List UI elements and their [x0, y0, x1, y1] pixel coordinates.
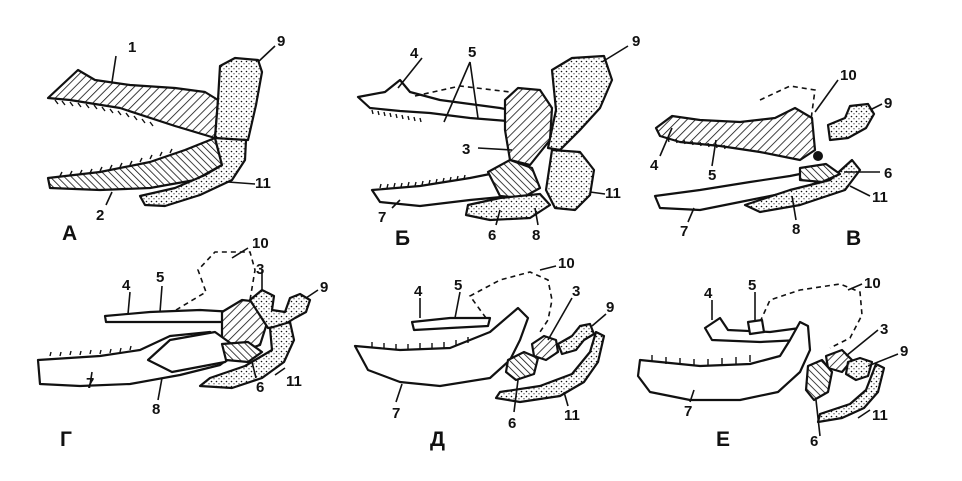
- label-9: 9: [606, 299, 614, 316]
- label-11: 11: [564, 407, 580, 424]
- label-6: 6: [884, 165, 892, 182]
- panel-letter-b: Б: [395, 227, 410, 250]
- premaxilla-g: [103, 308, 237, 324]
- hyoid-d: [494, 330, 606, 404]
- panel-letter-v: В: [846, 227, 861, 250]
- panel-e: 4 5 10 3 9 7 6 11 Е: [636, 275, 908, 451]
- label-4: 4: [410, 45, 419, 62]
- panel-letter-g: Г: [60, 428, 72, 451]
- label-7: 7: [680, 223, 688, 240]
- label-4: 4: [650, 157, 659, 174]
- angular-bone-v: [743, 158, 862, 214]
- label-11: 11: [605, 185, 621, 202]
- maxilla-bone-v: [654, 106, 817, 162]
- malleus-e: [804, 358, 834, 402]
- label-11: 11: [872, 407, 888, 424]
- lacrimal-e: [746, 318, 766, 336]
- panel-letter-e: Е: [716, 428, 730, 451]
- stapes-e: [844, 356, 874, 382]
- label-7: 7: [378, 209, 386, 226]
- label-11: 11: [286, 373, 302, 390]
- panel-v: 10 9 4 5 6 11 7 8 В: [650, 67, 892, 250]
- label-8: 8: [152, 401, 160, 418]
- label-9: 9: [884, 95, 892, 112]
- stapes-dot: [813, 151, 823, 161]
- panel-letter-a: А: [62, 222, 77, 245]
- label-11: 11: [255, 175, 271, 192]
- label-4: 4: [704, 285, 713, 302]
- label-7: 7: [684, 403, 692, 420]
- hyoid-arch-bone: [138, 136, 248, 208]
- malleus-d: [504, 350, 540, 382]
- hyoid-g: [198, 320, 296, 390]
- panel-letter-d: Д: [430, 428, 445, 451]
- label-10: 10: [840, 67, 857, 84]
- label-10: 10: [864, 275, 881, 292]
- angular-bone-b: [464, 192, 552, 222]
- hyomandibular-bone-v: [826, 102, 876, 142]
- mandible-d: [353, 306, 530, 388]
- label-3: 3: [880, 321, 888, 338]
- label-3: 3: [256, 261, 264, 278]
- panel-g: 4 5 10 3 9 7 8 6 11 Г: [36, 235, 328, 451]
- label-5: 5: [708, 167, 716, 184]
- label-7: 7: [392, 405, 400, 422]
- premaxilla-d: [410, 316, 492, 332]
- label-4: 4: [122, 277, 131, 294]
- panel-b: 4 5 9 3 7 6 8 11 Б: [356, 33, 640, 250]
- mandible-e: [636, 320, 812, 402]
- label-6: 6: [256, 379, 264, 396]
- articular-bone-b: [486, 158, 542, 200]
- articular-bone-v: [798, 162, 842, 184]
- hyomandibular-bone: [213, 56, 264, 142]
- label-10: 10: [252, 235, 269, 252]
- hyoid-bone-b: [544, 148, 596, 212]
- label-9: 9: [277, 33, 285, 50]
- panel-a: 1 9 2 11 А: [46, 33, 285, 245]
- label-5: 5: [748, 277, 756, 294]
- label-1: 1: [128, 39, 136, 56]
- label-3: 3: [462, 141, 470, 158]
- label-8: 8: [532, 227, 540, 244]
- stapes-d: [556, 322, 596, 356]
- label-11: 11: [872, 189, 888, 206]
- palatoquadrate-bone: [46, 68, 220, 140]
- label-6: 6: [810, 433, 818, 450]
- quadrate-bone-b: [503, 86, 554, 167]
- label-9: 9: [320, 279, 328, 296]
- label-10: 10: [558, 255, 575, 272]
- label-3: 3: [572, 283, 580, 300]
- label-6: 6: [488, 227, 496, 244]
- hyomandibular-bone-b: [546, 54, 614, 152]
- label-5: 5: [156, 269, 164, 286]
- label-6: 6: [508, 415, 516, 432]
- articular-g: [220, 340, 264, 364]
- label-5: 5: [468, 44, 476, 61]
- label-4: 4: [414, 283, 423, 300]
- label-5: 5: [454, 277, 462, 294]
- premaxilla-bone: [356, 78, 522, 124]
- hyoid-e: [816, 362, 886, 424]
- label-9: 9: [632, 33, 640, 50]
- label-7: 7: [86, 375, 94, 392]
- label-8: 8: [792, 221, 800, 238]
- panel-d: 4 5 10 3 9 7 6 11 Д: [353, 255, 614, 451]
- label-9: 9: [900, 343, 908, 360]
- label-2: 2: [96, 207, 104, 224]
